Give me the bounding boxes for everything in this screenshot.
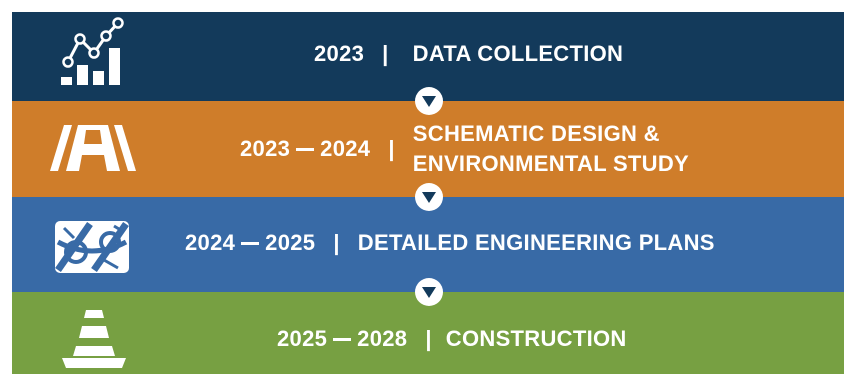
dash (333, 337, 352, 341)
down-arrow-icon (415, 183, 443, 211)
chart-icon (61, 17, 124, 85)
phase-year-end: 2025 (265, 230, 316, 255)
phase-year-start: 2024 (185, 230, 236, 255)
phase-title-line2: ENVIRONMENTAL STUDY (412, 151, 690, 176)
phase-title-line1: SCHEMATIC DESIGN & (412, 121, 660, 146)
phase-label: 2023 2024 | SCHEMATIC DESIGN & ENVIRONME… (240, 119, 689, 179)
interchange-map-icon (55, 221, 129, 273)
phase-band-data-collection: 2023 | DATA COLLECTION (12, 12, 844, 101)
dash (241, 241, 260, 245)
separator: | (388, 136, 395, 161)
phase-band-engineering-plans: 2024 2025 | DETAILED ENGINEERING PLANS (12, 197, 844, 292)
phase-year-start: 2025 (277, 326, 328, 351)
phase-label: 2023 | DATA COLLECTION (314, 41, 623, 67)
dash (296, 147, 315, 151)
phase-years: 2023 (314, 41, 365, 66)
down-arrow-icon (415, 87, 443, 115)
separator: | (382, 41, 389, 66)
phase-title: DETAILED ENGINEERING PLANS (357, 230, 715, 255)
phase-title: SCHEMATIC DESIGN & ENVIRONMENTAL STUDY (413, 119, 689, 179)
phase-title: DATA COLLECTION (412, 41, 624, 66)
phase-label: 2024 2025 | DETAILED ENGINEERING PLANS (185, 230, 715, 256)
phase-year-start: 2023 (240, 136, 291, 161)
phase-title: CONSTRUCTION (445, 326, 627, 351)
separator: | (425, 326, 432, 351)
separator: | (333, 230, 340, 255)
down-arrow-icon (415, 278, 443, 306)
traffic-cone-icon (62, 310, 126, 368)
phase-band-schematic-design: 2023 2024 | SCHEMATIC DESIGN & ENVIRONME… (12, 101, 844, 197)
phase-year-end: 2028 (357, 326, 408, 351)
phase-year-end: 2024 (320, 136, 371, 161)
road-icon (50, 125, 136, 171)
phase-label: 2025 2028 | CONSTRUCTION (277, 326, 627, 352)
